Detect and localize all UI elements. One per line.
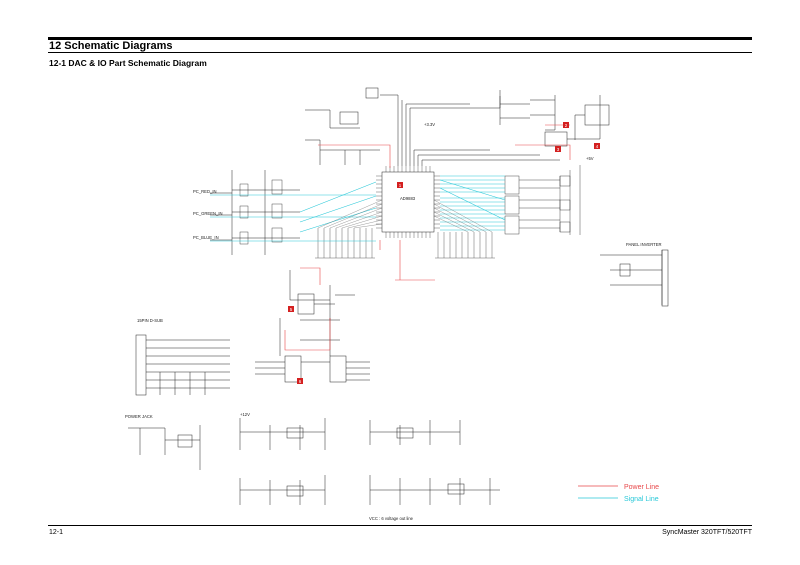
signal-lines: [210, 175, 506, 242]
marker-4: [594, 143, 600, 149]
marker-5-label: 5: [290, 307, 293, 312]
green-input-label: PC_GREEN_IN: [193, 211, 223, 216]
red-input-label: PC_RED_IN: [193, 189, 217, 194]
callout-markers: [288, 122, 600, 384]
model-name: SyncMaster 320TFT/520TFT: [662, 529, 752, 536]
section-title: 12 Schematic Diagrams: [49, 40, 173, 52]
footer-rule: [48, 525, 752, 526]
rail-5v-label: +5V: [586, 156, 594, 161]
rail-12v-label: +12V: [240, 412, 250, 417]
header-rule: [48, 37, 752, 40]
diagram-subtitle: 12-1 DAC & IO Part Schematic Diagram: [49, 58, 207, 68]
main-ic: [381, 171, 435, 233]
blue-input-label: PC_BLUE_IN: [193, 235, 219, 240]
marker-6-label: 6: [299, 379, 302, 384]
legend-power-label: Power Line: [624, 484, 659, 491]
marker-3-label: 3: [557, 147, 560, 152]
page-number: 12-1: [49, 529, 64, 536]
vcc-note: VCC : 6 voltage out line: [369, 516, 414, 521]
power-lines: [284, 124, 571, 351]
marker-3: [555, 146, 561, 152]
marker-6: [297, 378, 303, 384]
rail-3v3-label: +3.3V: [424, 122, 435, 127]
power-jack-label: POWER JACK: [125, 414, 153, 419]
ic-part-label: AD9883: [400, 196, 416, 201]
marker-2: [563, 122, 569, 128]
marker-1-label: 1: [399, 183, 402, 188]
marker-4-label: 4: [596, 144, 599, 149]
marker-1: [397, 182, 403, 188]
legend: Power Line Signal Line: [578, 484, 659, 503]
dsub-label: 15PIN D-SUB: [137, 318, 163, 323]
title-underline: [48, 52, 752, 53]
legend-signal-label: Signal Line: [624, 496, 659, 503]
panel-inverter-label: PANEL INVERTER: [626, 242, 662, 247]
marker-5: [288, 306, 294, 312]
marker-2-label: 2: [565, 123, 568, 128]
